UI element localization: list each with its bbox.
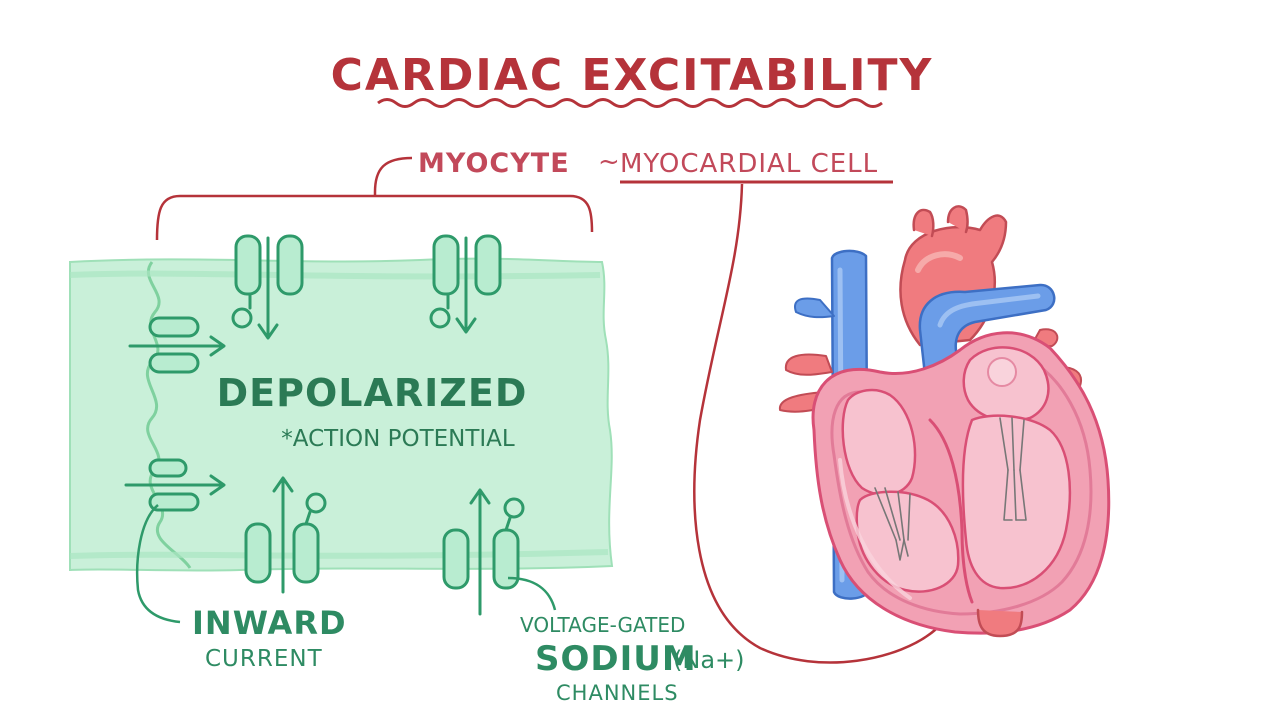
left-ventricle [961,414,1072,590]
interventricular-septum [928,418,974,604]
mitral-chordae [999,417,1027,521]
inferior-vena-cava-stub [976,608,1024,638]
sodium-label: SODIUM [535,639,697,679]
left-atrium-opening [987,357,1017,387]
sodium-channel-left-upper [148,316,200,374]
right-atrium [841,388,917,496]
sodium-channel-leader [507,576,557,611]
depolarized-label: DEPOLARIZED [217,371,528,415]
inward-arrow-left-lower [124,474,226,496]
inward-arrow-top-left [257,236,279,340]
voltage-gated-label: VOLTAGE-GATED [520,613,685,637]
tricuspid-chordae [874,487,911,561]
sodium-channel-bottom-left [244,492,327,584]
inner-membrane-wave [145,261,192,569]
inward-arrow-left-upper [128,335,226,357]
title-underline-squiggle [377,98,883,108]
channels-label: CHANNELS [556,681,679,705]
inward-arrow-bottom-right [469,488,491,616]
inward-current-leader [135,504,181,624]
inward-arrow-bottom-left [272,476,294,594]
na-ion-label: (Na+) [673,646,745,674]
heart-illustration [778,205,1111,638]
diagram-title: CARDIAC EXCITABILITY [331,50,934,101]
myocardial-cell-label: MYOCARDIAL CELL [620,149,878,179]
sodium-channel-top-left [231,234,304,329]
sodium-channel-left-lower [148,458,200,512]
myocyte-bracket [155,156,594,241]
inward-label: INWARD [192,604,347,642]
action-potential-note: *ACTION POTENTIAL [281,426,515,452]
myocardium-inner [830,358,1093,616]
myocyte-label: MYOCYTE [418,148,570,179]
heart-highlight [838,458,912,600]
sodium-channel-top-right [429,234,502,329]
membrane-top-edge [69,270,601,280]
current-label: CURRENT [205,646,323,672]
tilde-symbol: ~ [598,147,620,177]
sodium-channel-bottom-right [442,497,525,590]
inward-arrow-top-right [455,236,477,334]
